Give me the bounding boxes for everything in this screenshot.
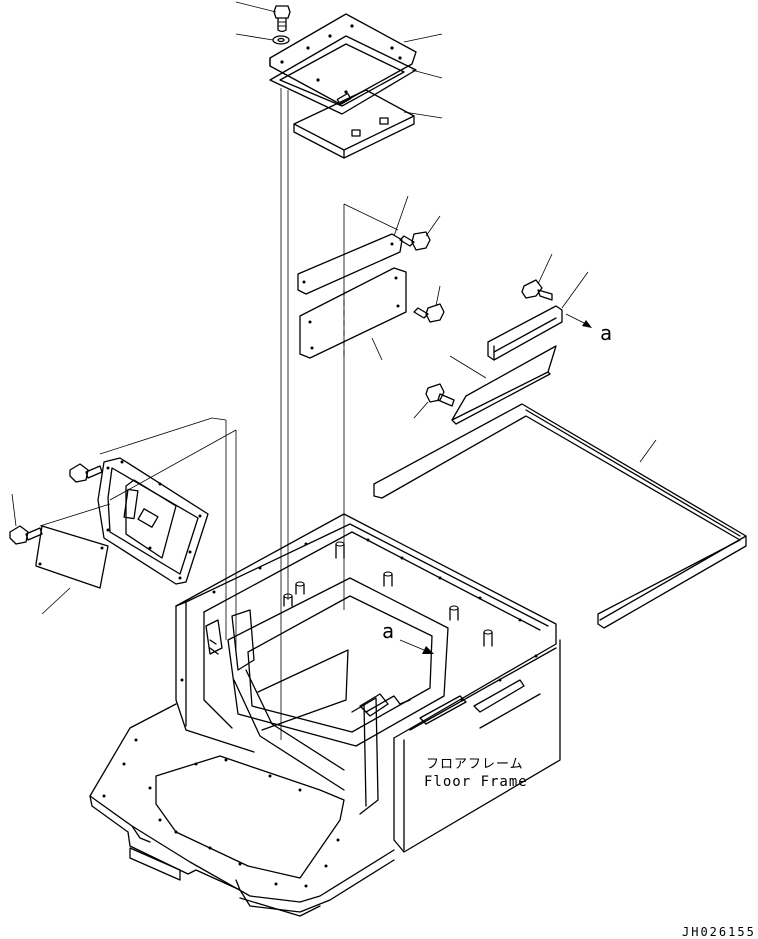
lower-access-panel (299, 267, 407, 359)
panel-bolt-lower (413, 303, 445, 323)
leader-pad (403, 111, 443, 119)
leader-left-bolt-lower (11, 493, 17, 527)
top-cover-pad (293, 89, 415, 159)
top-cover-washer (272, 35, 290, 45)
leader-washer (235, 33, 274, 41)
upper-strip-panel (297, 233, 403, 295)
view-marker-a-top: a (600, 321, 612, 345)
top-cover-plate (269, 13, 417, 105)
guide-line-left-2 (211, 417, 227, 421)
leader-bolt (235, 1, 277, 13)
leader-gasket (411, 69, 443, 79)
floor-frame-studs (283, 541, 493, 647)
floor-frame-label-jp: フロアフレーム (426, 757, 524, 772)
leader-right-wedge (449, 355, 487, 379)
right-angle-frame (373, 403, 747, 629)
leader-right-wedge-bolt (413, 401, 429, 419)
left-bolt-lower (9, 525, 43, 545)
left-bolt-upper (69, 463, 103, 483)
left-inspection-plate (97, 457, 209, 585)
guide-line-left-4 (39, 503, 111, 527)
middle-panel-assembly (297, 195, 445, 610)
guide-line-middle-diag (343, 203, 399, 231)
leader-angle-frame (639, 439, 657, 463)
leader-left-cover (41, 587, 71, 615)
panel-bolt-upper (399, 231, 431, 251)
view-marker-a-frame: a (382, 619, 394, 643)
floor-frame (89, 513, 561, 917)
leader-panel-bolt-lower (435, 285, 441, 307)
right-wedge-bolt (425, 383, 455, 407)
top-cover-bolt (273, 5, 291, 33)
left-outer-cover (35, 525, 109, 589)
leader-right-bolt (537, 253, 553, 285)
drawing-number: JH026155 (682, 925, 756, 939)
top-cover-assembly (235, 1, 443, 159)
view-arrow-a-frame: a (382, 619, 434, 654)
right-side-assembly: a (373, 253, 747, 629)
right-bracket-bolt (521, 279, 553, 301)
right-wedge-plate (451, 345, 557, 425)
view-arrow-a-top: a (565, 313, 612, 345)
left-side-assembly (9, 417, 237, 650)
floor-frame-holes (102, 538, 538, 888)
leader-panel-bolt-upper (425, 215, 441, 237)
guide-line-left-1 (99, 417, 213, 455)
guide-line-left-5 (109, 429, 237, 501)
floor-frame-label-en: Floor Frame (424, 774, 528, 790)
top-cover-gasket (269, 35, 417, 115)
leader-upper-strip (393, 195, 409, 237)
right-bracket-channel (487, 305, 563, 361)
leader-lower-panel (371, 337, 383, 361)
leader-right-channel (561, 271, 589, 309)
leader-plate (403, 33, 443, 43)
